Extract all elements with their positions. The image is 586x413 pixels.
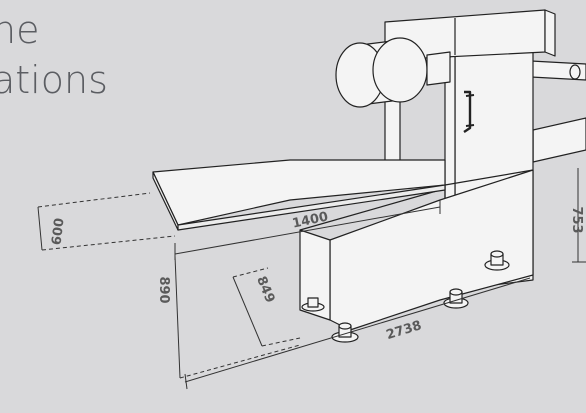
dim-label-600: 600 xyxy=(49,217,67,246)
door-handle xyxy=(463,90,475,133)
dim-label-1400: 1400 xyxy=(291,209,330,231)
dim-line-2738 xyxy=(184,277,531,383)
dim-line-890 xyxy=(174,255,181,379)
dim-label-890: 890 xyxy=(156,276,171,303)
dim-line-849 xyxy=(232,276,263,347)
film-roll xyxy=(335,37,451,108)
foot xyxy=(331,322,359,343)
dim-label-753: 753 xyxy=(569,206,584,233)
dim-line-600 xyxy=(37,206,43,251)
machine-feet xyxy=(301,250,510,343)
dim-line-1400 xyxy=(174,206,441,255)
dim-label-849: 849 xyxy=(253,274,277,305)
dimension-lines xyxy=(37,168,586,390)
foot xyxy=(443,288,469,309)
base-body xyxy=(299,169,534,331)
infeed-conveyor xyxy=(152,159,446,231)
foot xyxy=(484,250,510,271)
dim-label-2738: 2738 xyxy=(384,318,423,343)
outfeed-conveyor xyxy=(532,117,586,163)
top-hood xyxy=(384,9,556,61)
foot xyxy=(301,297,325,312)
